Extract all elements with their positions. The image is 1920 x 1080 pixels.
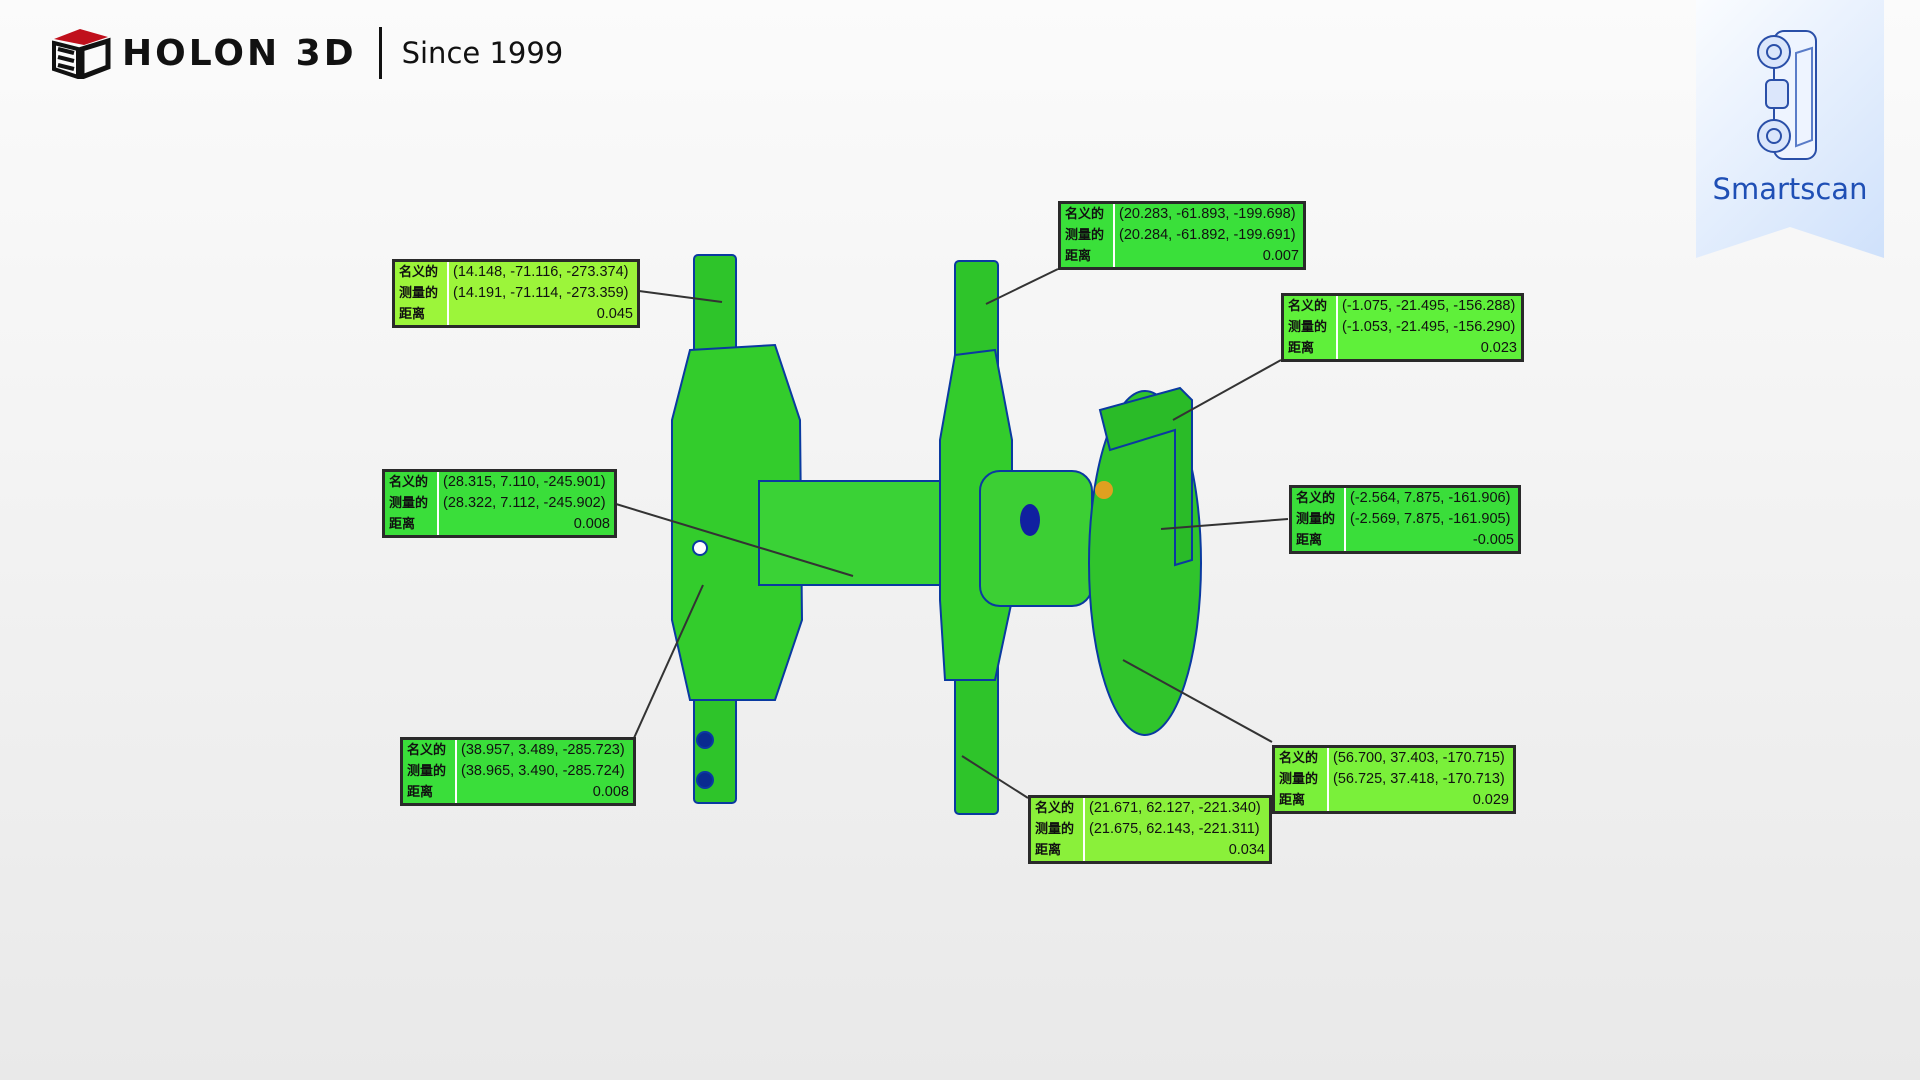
shaft [758,480,945,586]
row-values: (-2.564, 7.875, -161.906) (-2.569, 7.875,… [1346,488,1518,551]
row-values: (21.671, 62.127, -221.340) (21.675, 62.14… [1085,798,1269,861]
measurement-annotation: 名义的测量的距离(14.148, -71.116, -273.374)(14.1… [392,259,640,328]
nominal-value: (-1.075, -21.495, -156.288) [1342,298,1516,314]
distance-label: 距离 [1065,249,1092,264]
nominal-label: 名义的 [1288,299,1328,314]
nominal-label: 名义的 [389,475,429,490]
measured-label: 测量的 [389,496,429,511]
row-labels: 名义的测量的距离 [403,740,457,803]
measured-label: 测量的 [1065,228,1105,243]
badge-label: Smartscan [1712,172,1868,206]
nominal-label: 名义的 [1296,491,1336,506]
distance-value: 0.023 [1480,340,1517,356]
hub-cylinder [979,470,1093,607]
tagline: Since 1999 [401,36,564,70]
measured-label: 测量的 [1288,320,1328,335]
measured-label: 测量的 [407,764,447,779]
row-labels: 名义的测量的距离 [1284,296,1338,359]
measured-label: 测量的 [1296,512,1336,527]
scanned-part [671,254,1202,815]
distance-value: 0.034 [1228,842,1265,858]
distance-label: 距离 [389,517,416,532]
row-labels: 名义的测量的距离 [1275,748,1329,811]
measurement-annotation: 名义的测量的距离(-1.075, -21.495, -156.288)(-1.0… [1281,293,1524,362]
nominal-label: 名义的 [1035,801,1075,816]
measured-value: (28.322, 7.112, -245.902) [443,495,606,511]
distance-value: -0.005 [1472,532,1514,548]
row-values: (28.315, 7.110, -245.901) (28.322, 7.112,… [439,472,614,535]
row-labels: 名义的测量的距离 [1292,488,1346,551]
nominal-label: 名义的 [1279,751,1319,766]
row-values: (56.700, 37.403, -170.715) (56.725, 37.41… [1329,748,1513,811]
smartscan-badge: Smartscan [1696,0,1884,258]
measured-label: 测量的 [1035,822,1075,837]
left-flange-body [671,343,804,701]
measured-value: (21.675, 62.143, -221.311) [1089,821,1260,837]
measurement-annotation: 名义的测量的距离(38.957, 3.489, -285.723)(38.965… [400,737,636,806]
nominal-value: (38.957, 3.489, -285.723) [461,742,625,758]
row-values: (14.148, -71.116, -273.374) (14.191, -71.… [449,262,637,325]
measured-label: 测量的 [399,286,439,301]
distance-value: 0.045 [596,306,633,322]
measurement-annotation: 名义的测量的距离(20.283, -61.893, -199.698)(20.2… [1058,201,1306,270]
measured-value: (56.725, 37.418, -170.713) [1333,771,1505,787]
nominal-value: (28.315, 7.110, -245.901) [443,474,606,490]
measured-value: (-1.053, -21.495, -156.290) [1342,319,1516,335]
row-labels: 名义的测量的距离 [395,262,449,325]
nominal-value: (21.671, 62.127, -221.340) [1089,800,1261,816]
measured-value: (20.284, -61.892, -199.691) [1119,227,1296,243]
distance-value: 0.008 [573,516,610,532]
measured-value: (38.965, 3.490, -285.724) [461,763,625,779]
measured-value: (-2.569, 7.875, -161.905) [1350,511,1511,527]
nominal-value: (20.283, -61.893, -199.698) [1119,206,1296,222]
distance-label: 距离 [1296,533,1323,548]
nominal-label: 名义的 [407,743,447,758]
row-values: (20.283, -61.893, -199.698) (20.284, -61.… [1115,204,1303,267]
distance-value: 0.029 [1472,792,1509,808]
row-values: (38.957, 3.489, -285.723) (38.965, 3.490,… [457,740,633,803]
measurement-annotation: 名义的测量的距离(21.671, 62.127, -221.340)(21.67… [1028,795,1272,864]
distance-label: 距离 [399,307,426,322]
measured-value: (14.191, -71.114, -273.359) [453,285,629,301]
row-labels: 名义的测量的距离 [1061,204,1115,267]
measurement-annotation: 名义的测量的距离(28.315, 7.110, -245.901)(28.322… [382,469,617,538]
measured-label: 测量的 [1279,772,1319,787]
distance-value: 0.007 [1262,248,1299,264]
nominal-value: (14.148, -71.116, -273.374) [453,264,629,280]
distance-label: 距离 [1279,793,1306,808]
nominal-value: (56.700, 37.403, -170.715) [1333,750,1505,766]
distance-value: 0.008 [592,784,629,800]
distance-label: 距离 [1035,843,1062,858]
holon-logo-icon [52,29,111,79]
nominal-value: (-2.564, 7.875, -161.906) [1350,490,1511,506]
measurement-annotation: 名义的测量的距离(-2.564, 7.875, -161.906)(-2.569… [1289,485,1521,554]
scanner-device-icon [1757,30,1817,160]
nominal-label: 名义的 [1065,207,1105,222]
nominal-label: 名义的 [399,265,439,280]
row-labels: 名义的测量的距离 [385,472,439,535]
measurement-annotation: 名义的测量的距离(56.700, 37.403, -170.715)(56.72… [1272,745,1516,814]
brand-name: HOLON 3D [122,32,357,74]
row-labels: 名义的测量的距离 [1031,798,1085,861]
right-bracket [1098,386,1193,567]
header: HOLON 3D Since 1999 [50,26,563,80]
distance-label: 距离 [1288,341,1315,356]
leader-lines [615,268,1289,799]
divider [378,27,382,79]
row-values: (-1.075, -21.495, -156.288) (-1.053, -21.… [1338,296,1521,359]
right-disk [1088,390,1202,736]
distance-label: 距离 [407,785,434,800]
